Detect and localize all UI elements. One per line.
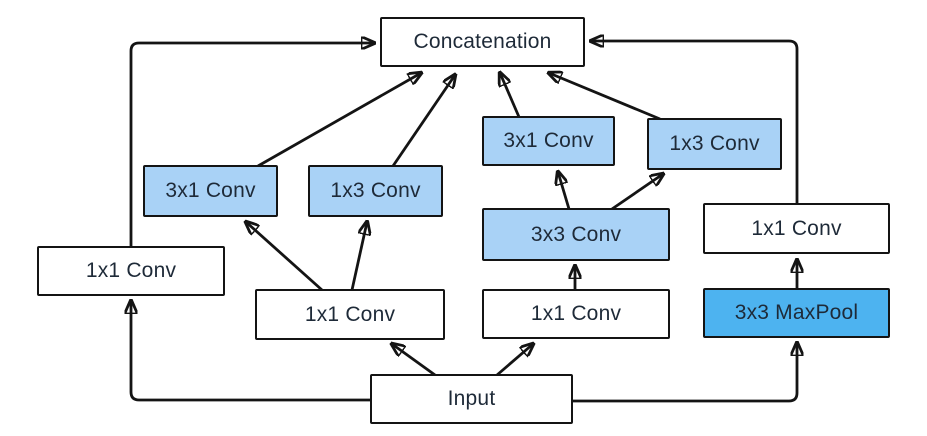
node-branch3-1x1-conv: 1x1 Conv — [482, 289, 670, 339]
edge-branch3-3x1-to-concatenation — [500, 73, 521, 118]
node-input: Input — [370, 374, 573, 424]
node-branch2-1x1-conv: 1x1 Conv — [255, 289, 445, 340]
edge-branch4-1x1-to-concatenation — [591, 41, 799, 205]
node-branch3-3x1-conv: 3x1 Conv — [482, 116, 615, 166]
edge-branch3-3x3-to-3x1 — [558, 172, 571, 210]
edge-branch3-1x3-to-concatenation — [549, 73, 661, 121]
edge-branch2-1x3-to-concatenation — [391, 75, 455, 167]
edge-branch1-1x1-to-concatenation — [129, 43, 374, 248]
node-branch1-1x1-conv: 1x1 Conv — [37, 246, 225, 296]
edge-input-to-branch1-1x1 — [131, 301, 370, 402]
node-branch4-1x1-conv: 1x1 Conv — [703, 203, 890, 254]
node-branch4-3x3-maxpool: 3x3 MaxPool — [703, 288, 890, 338]
edge-input-to-branch3-1x1 — [496, 344, 533, 377]
edge-branch3-3x3-to-1x3 — [611, 174, 663, 211]
edge-branch2-1x1-to-1x3 — [350, 222, 367, 291]
edge-input-to-branch2-1x1 — [392, 344, 436, 377]
edge-input-to-branch4-maxpool — [572, 343, 797, 403]
edge-branch2-3x1-to-concatenation — [257, 73, 421, 168]
node-branch2-3x1-conv: 3x1 Conv — [143, 165, 278, 217]
node-branch2-1x3-conv: 1x3 Conv — [308, 165, 443, 217]
node-branch3-1x3-conv: 1x3 Conv — [647, 118, 782, 170]
node-concatenation: Concatenation — [380, 17, 585, 67]
edge-branch2-1x1-to-3x1 — [246, 222, 323, 292]
node-branch3-3x3-conv: 3x3 Conv — [482, 208, 670, 261]
